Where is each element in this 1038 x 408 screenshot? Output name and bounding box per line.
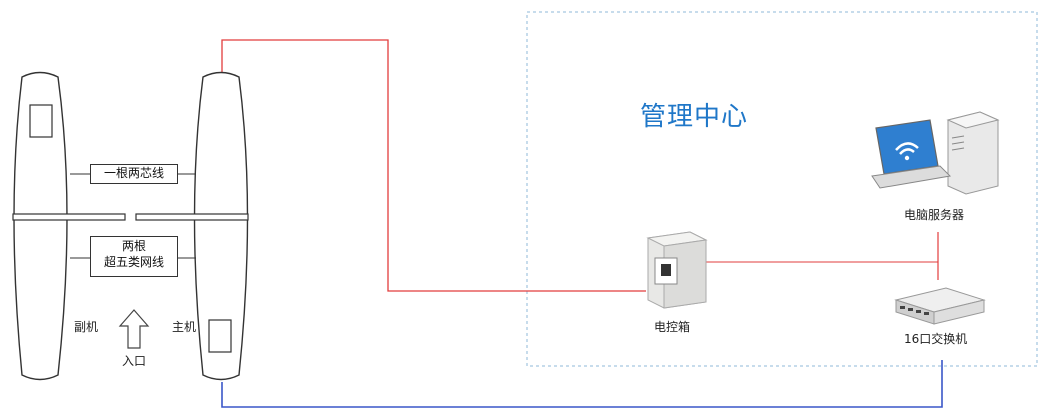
main-unit-label: 主机 xyxy=(172,320,197,334)
left-arm xyxy=(12,213,126,221)
control-box-label: 电控箱 xyxy=(654,320,691,334)
control-box-icon xyxy=(646,231,708,309)
secondary-unit-panel xyxy=(29,104,53,138)
entrance-label: 入口 xyxy=(122,354,147,368)
server-icon xyxy=(871,111,1000,195)
management-center-zone xyxy=(526,11,1038,367)
switch-icon xyxy=(894,287,986,325)
red-wire-top xyxy=(221,39,646,292)
management-center-title: 管理中心 xyxy=(640,102,749,132)
server-label: 电脑服务器 xyxy=(904,208,965,222)
two-cat5e-cables-label: 两根 超五类网线 xyxy=(90,236,178,277)
entrance-arrow-icon xyxy=(118,309,150,349)
right-arm xyxy=(135,213,249,221)
switch-label: 16口交换机 xyxy=(904,332,968,346)
main-unit-panel xyxy=(208,319,232,353)
secondary-unit-label: 副机 xyxy=(74,320,99,334)
one-two-core-wire-label: 一根两芯线 xyxy=(90,164,178,184)
blue-network-wire xyxy=(221,360,943,408)
